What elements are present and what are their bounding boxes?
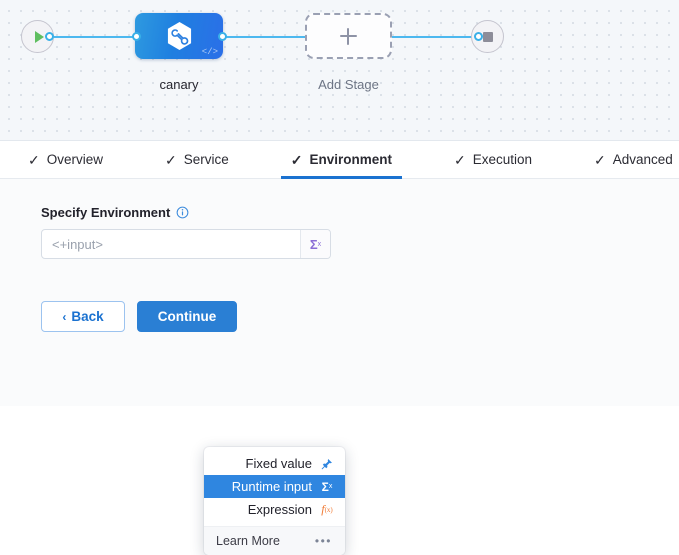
stage-config-tabs: ✓ Overview ✓ Service ✓ Environment ✓ Exe… xyxy=(0,141,679,179)
fx-icon: f(x) xyxy=(320,502,334,517)
continue-button[interactable]: Continue xyxy=(137,301,237,332)
port-start-out[interactable] xyxy=(45,32,54,41)
specify-environment-label: Specify Environment xyxy=(41,205,679,220)
back-button[interactable]: ‹ Back xyxy=(41,301,125,332)
port-end-in[interactable] xyxy=(474,32,483,41)
plus-icon xyxy=(340,27,357,45)
tab-service[interactable]: ✓ Service xyxy=(155,141,239,178)
specify-environment-input-group[interactable]: Σx xyxy=(41,229,331,259)
tab-label: Execution xyxy=(472,152,533,167)
tab-label: Advanced xyxy=(612,152,673,167)
info-icon[interactable] xyxy=(176,206,189,219)
dropdown-item-label: Runtime input xyxy=(231,479,312,494)
learn-more-label: Learn More xyxy=(216,534,280,548)
connector-line-add-stage-to-end xyxy=(392,36,478,38)
check-icon: ✓ xyxy=(28,151,40,168)
stage-node-canary[interactable]: </> xyxy=(135,13,223,59)
pin-icon xyxy=(320,458,334,470)
check-icon: ✓ xyxy=(594,151,606,168)
chevron-left-icon: ‹ xyxy=(62,309,67,324)
stage-code-icon: </> xyxy=(201,47,218,57)
dropdown-learn-more[interactable]: Learn More ••• xyxy=(204,526,345,555)
pipeline-canvas[interactable]: </> canary Add Stage xyxy=(0,0,679,141)
tab-overview[interactable]: ✓ Overview xyxy=(18,141,113,178)
specify-environment-input[interactable] xyxy=(42,230,300,258)
form-action-buttons: ‹ Back Continue xyxy=(41,301,679,332)
harness-hexagon-icon xyxy=(167,22,191,50)
continue-button-label: Continue xyxy=(157,309,217,324)
port-canary-out[interactable] xyxy=(218,32,227,41)
tab-label: Environment xyxy=(309,152,392,167)
check-icon: ✓ xyxy=(454,151,466,168)
back-button-label: Back xyxy=(71,309,104,324)
tab-advanced[interactable]: ✓ Advanced xyxy=(584,141,679,178)
check-icon: ✓ xyxy=(290,151,303,168)
dropdown-item-expression[interactable]: Expression f(x) xyxy=(204,498,345,521)
check-icon: ✓ xyxy=(165,151,177,168)
play-icon xyxy=(34,30,44,43)
port-canary-in[interactable] xyxy=(132,32,141,41)
field-label-text: Specify Environment xyxy=(41,205,171,220)
add-stage-label: Add Stage xyxy=(318,77,379,92)
stage-label-canary: canary xyxy=(159,77,199,92)
dropdown-item-label: Fixed value xyxy=(245,456,312,471)
tab-execution[interactable]: ✓ Execution xyxy=(444,141,542,178)
tab-environment[interactable]: ✓ Environment xyxy=(280,141,403,179)
dropdown-item-fixed-value[interactable]: Fixed value xyxy=(204,452,345,475)
dropdown-item-label: Expression xyxy=(247,502,312,517)
add-stage-node[interactable] xyxy=(305,13,392,59)
sigma-icon: Σ xyxy=(309,236,318,252)
stop-icon xyxy=(482,31,493,42)
sigma-superscript: x xyxy=(317,240,322,248)
tab-label: Service xyxy=(183,152,229,167)
tab-label: Overview xyxy=(46,152,103,167)
sigma-superscript: x xyxy=(328,483,333,490)
connector-line-start-to-canary xyxy=(47,36,139,38)
ellipsis-icon: ••• xyxy=(314,534,332,548)
connector-line-canary-to-add-stage xyxy=(222,36,307,38)
sigma-glyph: Σ xyxy=(321,479,329,494)
fx-subscript: (x) xyxy=(324,505,333,514)
environment-form-panel: Specify Environment Σx ‹ Back Continue F… xyxy=(0,179,679,555)
